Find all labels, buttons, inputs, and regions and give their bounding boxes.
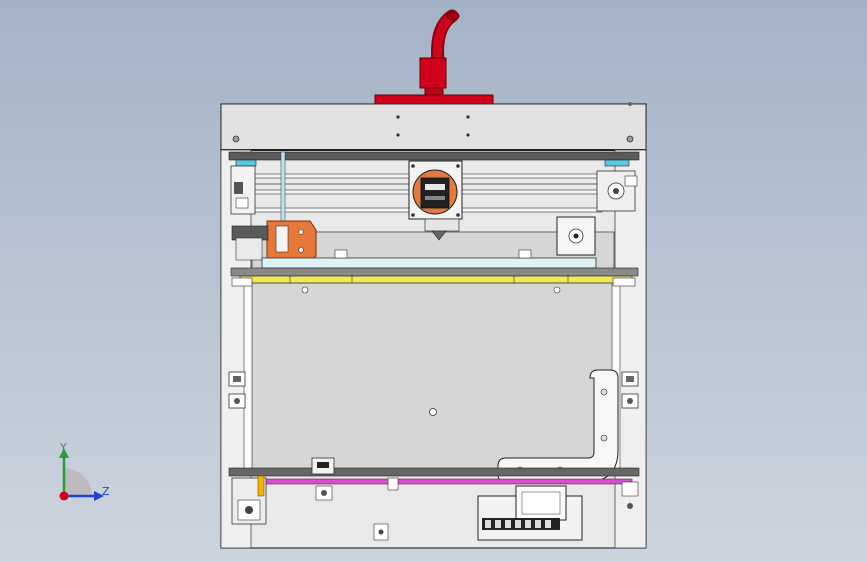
power-supply (477, 485, 583, 541)
left-carriage-plate (231, 220, 317, 263)
axis-triad: Y Z (48, 438, 118, 508)
y-axis-label: Y (60, 441, 67, 454)
filament-tube (374, 9, 494, 105)
extruder-carriage (408, 160, 463, 241)
z-axis-label: Z (102, 485, 110, 498)
bottom-rail (228, 457, 640, 541)
print-bed (230, 249, 639, 294)
z-stepper-motor (556, 216, 596, 256)
